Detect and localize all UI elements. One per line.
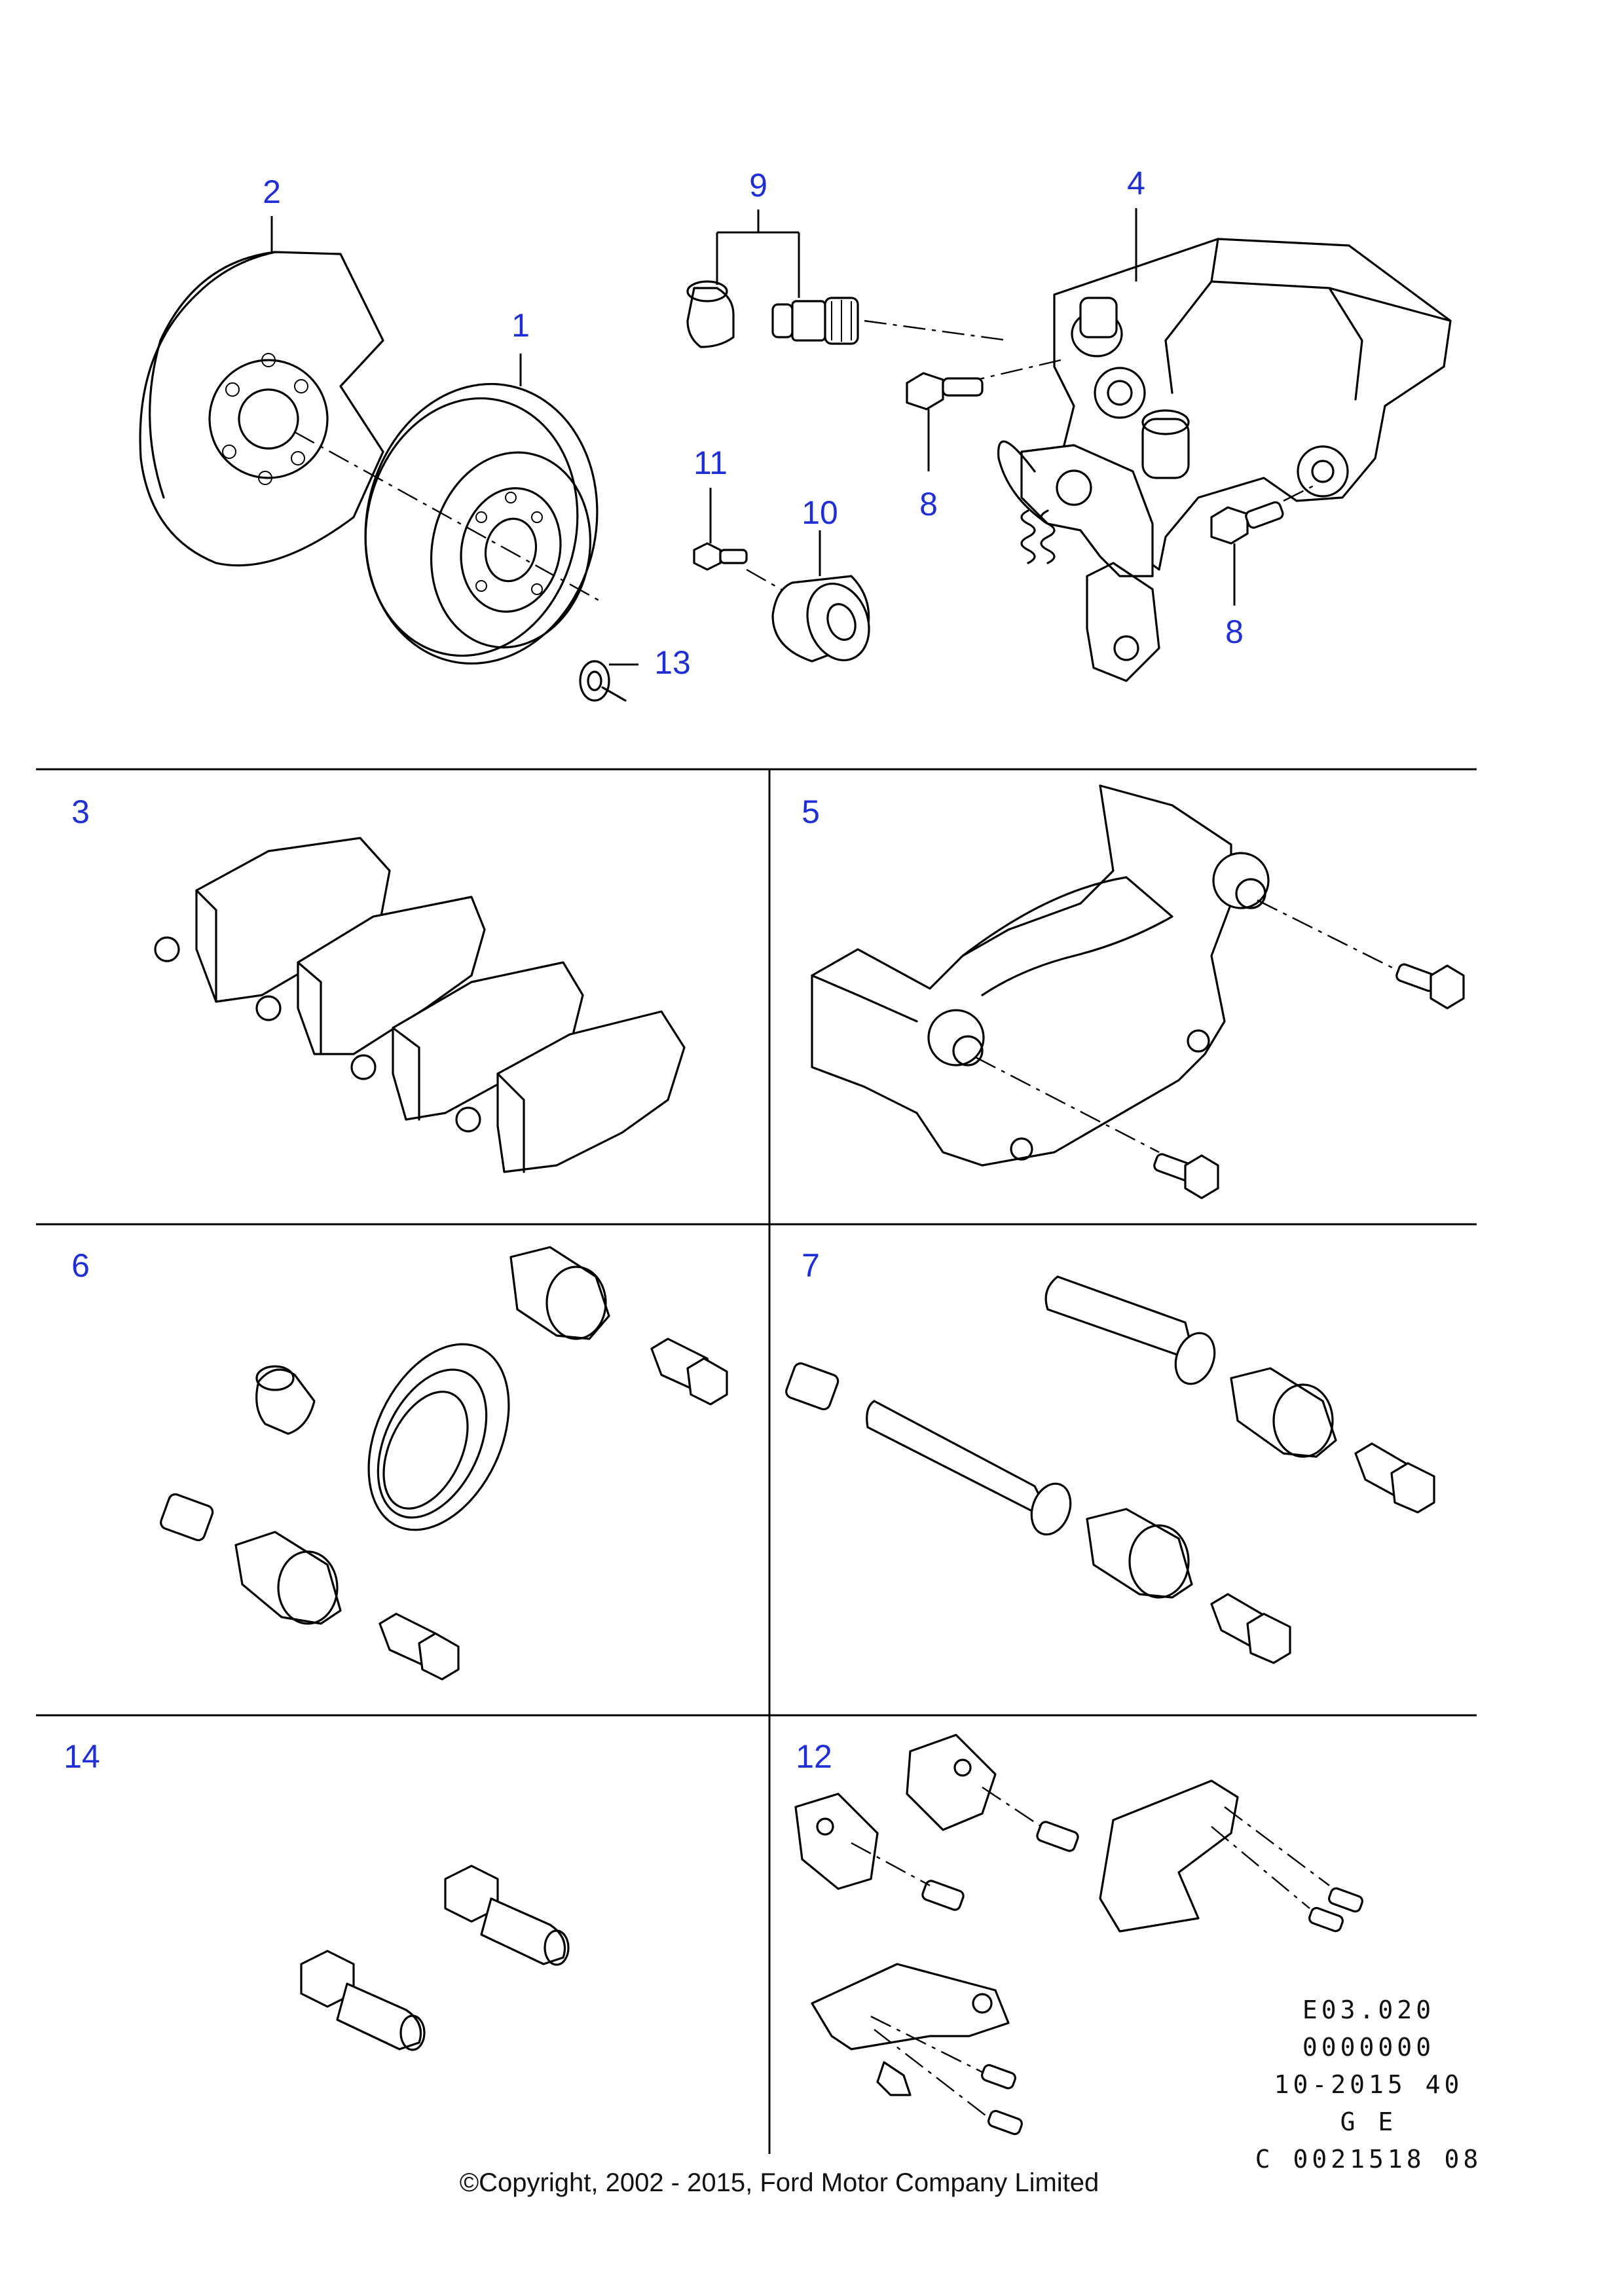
callout-6: 6 [71,1247,90,1284]
callout-5: 5 [802,793,820,830]
bracket-kit-part [794,1734,1363,2136]
brake-pads-part [154,837,686,1173]
callout-7: 7 [802,1247,820,1284]
piston-seal-kit-part [160,1246,728,1681]
caliper-bolt-part [1210,501,1284,545]
reference-code-1: E03.020 [1302,1995,1435,2024]
bolt-set-part [300,1865,570,2051]
callout-14: 14 [64,1738,100,1775]
brake-disc-part [364,382,599,665]
callout-2: 2 [263,173,281,210]
bleed-nipple-part [686,280,859,348]
guide-bush-part [771,575,870,663]
callout-8-upper: 8 [919,486,938,522]
callout-11: 11 [693,445,728,481]
reference-code-2: 0000000 [1302,2033,1435,2062]
callout-8-lower: 8 [1225,613,1244,650]
carrier-bolt-part [1153,963,1465,1199]
brake-caliper-part [997,238,1452,682]
guide-bolt-part [693,542,748,571]
guide-pin-kit-part [785,1275,1435,1664]
callout-1: 1 [511,307,530,344]
callout-3: 3 [71,793,90,830]
callout-4: 4 [1127,165,1145,202]
callout-10: 10 [802,494,838,531]
caliper-bolt-part [906,372,984,410]
reference-code-3: 10-2015 40 [1274,2070,1464,2099]
reference-code-4: G E [1340,2107,1397,2136]
dust-shield-part [139,251,384,567]
caliper-carrier-part [811,784,1270,1167]
callout-13: 13 [654,644,691,681]
callout-9: 9 [749,167,767,204]
callout-12: 12 [796,1738,832,1775]
copyright-notice: ©Copyright, 2002 - 2015, Ford Motor Comp… [459,2168,1099,2197]
reference-code-5: C 0021518 08 [1255,2145,1483,2174]
panel-grid [36,768,1477,2154]
retaining-screw-part [579,660,627,702]
